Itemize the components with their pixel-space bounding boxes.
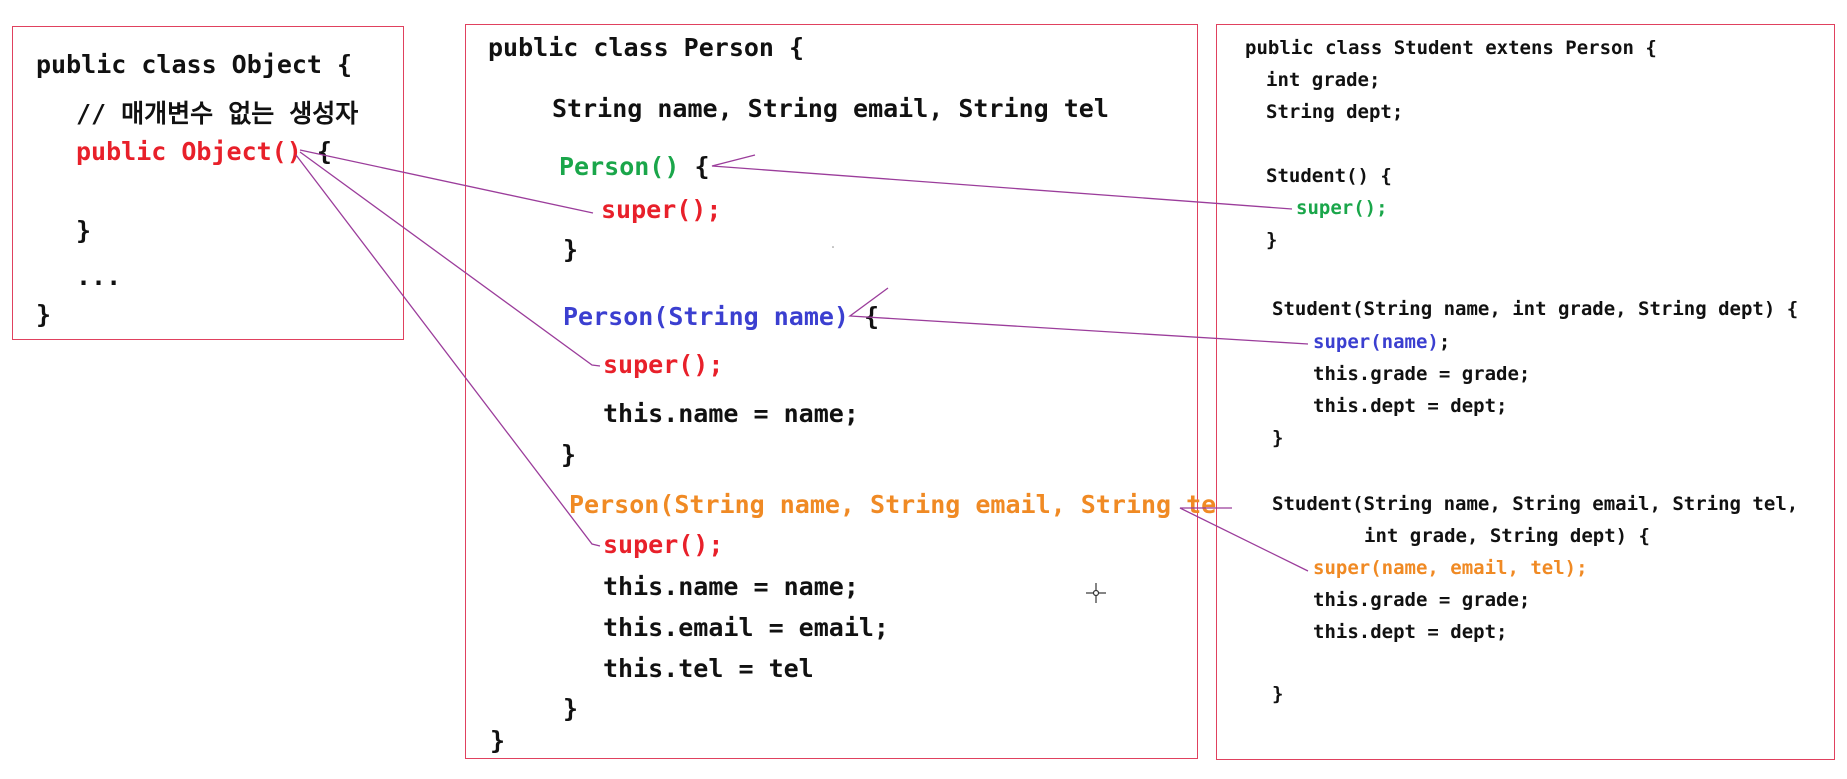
student-field-grade: int grade; <box>1266 69 1381 91</box>
person-constructor-3-super: super(); <box>603 530 724 559</box>
object-class-close: } <box>36 300 52 329</box>
student-constructor-3-assign-grade: this.grade = grade; <box>1313 589 1531 611</box>
person-constructor-2-close: } <box>561 440 577 469</box>
student-constructor-2-assign-grade: this.grade = grade; <box>1313 363 1531 385</box>
person-constructor-3: Person(String name, String email, String… <box>569 490 1247 519</box>
object-class-header: public class Object { <box>36 50 353 79</box>
student-constructor-2-super-semicolon: ; <box>1438 331 1451 353</box>
student-constructor-2-close: } <box>1272 427 1284 449</box>
person-fields: String name, String email, String tel <box>552 94 1109 123</box>
student-constructor-3-close: } <box>1272 683 1284 705</box>
object-constructor-line: public Object() { <box>76 137 332 166</box>
crosshair-cursor-icon <box>1086 583 1106 603</box>
object-constructor-brace: { <box>301 137 332 166</box>
object-comment: // 매개변수 없는 생성자 <box>76 99 359 128</box>
person-constructor-2: Person(String name) <box>563 302 849 331</box>
person-class-box <box>465 24 1198 759</box>
student-constructor-2-super-line: super(name); <box>1313 331 1450 353</box>
person-constructor-1-line: Person() { <box>559 152 710 181</box>
object-constructor: public Object() <box>76 137 302 166</box>
student-constructor-1: Student() { <box>1266 165 1392 187</box>
student-constructor-3-assign-dept: this.dept = dept; <box>1313 621 1508 643</box>
student-field-dept: String dept; <box>1266 101 1404 123</box>
person-constructor-3-assign-name: this.name = name; <box>603 572 859 601</box>
person-constructor-2-assign: this.name = name; <box>603 399 859 428</box>
person-constructor-3-close: } <box>563 694 579 723</box>
student-class-header: public class Student extens Person { <box>1245 37 1657 59</box>
student-constructor-1-close: } <box>1266 229 1278 251</box>
object-constructor-close: } <box>76 216 92 245</box>
student-constructor-2: Student(String name, int grade, String d… <box>1272 298 1799 320</box>
student-constructor-1-super: super(); <box>1296 197 1388 219</box>
student-constructor-3-line-2: int grade, String dept) { <box>1364 525 1650 547</box>
person-class-header: public class Person { <box>488 33 805 62</box>
student-constructor-2-assign-dept: this.dept = dept; <box>1313 395 1508 417</box>
student-constructor-3-line-1: Student(String name, String email, Strin… <box>1272 493 1799 515</box>
student-constructor-3-super: super(name, email, tel); <box>1313 557 1588 579</box>
person-constructor-2-super: super(); <box>603 350 724 379</box>
student-class-box <box>1216 24 1835 760</box>
person-constructor-1: Person() <box>559 152 680 181</box>
person-constructor-3-assign-tel: this.tel = tel <box>603 654 814 683</box>
person-constructor-3-assign-email: this.email = email; <box>603 613 889 642</box>
student-constructor-2-super: super(name) <box>1313 331 1439 353</box>
object-ellipsis: ... <box>76 262 122 291</box>
person-constructor-2-brace: { <box>848 302 880 331</box>
person-constructor-1-brace: { <box>679 152 710 181</box>
person-constructor-1-close: } <box>563 235 579 264</box>
person-constructor-3-line: Person(String name, String email, String… <box>569 490 1276 519</box>
person-class-close: } <box>490 726 506 755</box>
person-constructor-1-super: super(); <box>601 195 722 224</box>
person-constructor-2-line: Person(String name) { <box>563 302 879 331</box>
